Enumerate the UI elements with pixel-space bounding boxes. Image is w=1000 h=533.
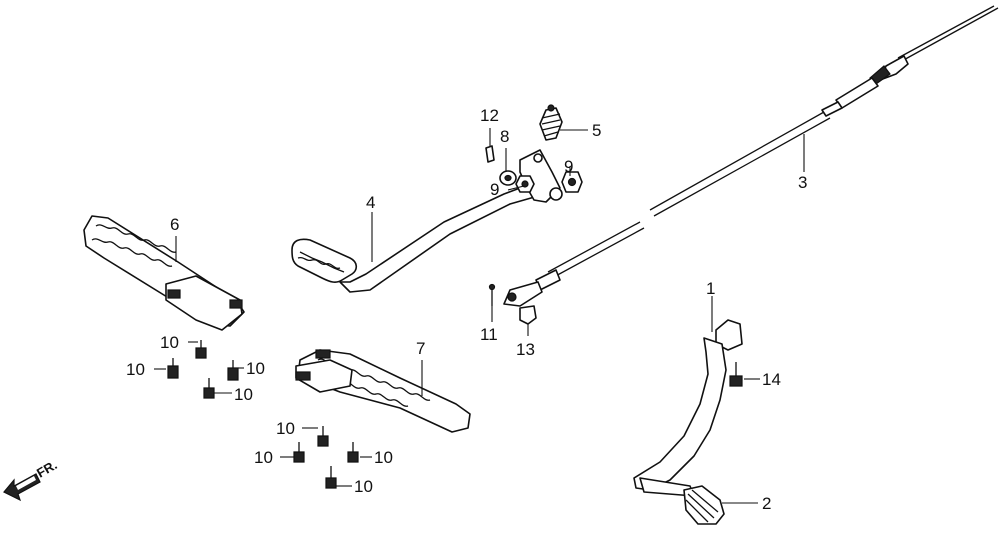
callout-9-left: 9 bbox=[490, 180, 499, 199]
callout-10-e: 10 bbox=[276, 419, 295, 438]
clevis-pin bbox=[519, 305, 537, 325]
callout-11: 11 bbox=[480, 325, 498, 344]
shift-rubber bbox=[683, 485, 725, 525]
callout-10-b: 10 bbox=[126, 360, 145, 379]
callout-10-c: 10 bbox=[246, 359, 265, 378]
callout-6: 6 bbox=[170, 215, 179, 234]
washer-and-pin bbox=[485, 145, 517, 186]
mounting-bolts bbox=[167, 340, 359, 489]
brake-cable bbox=[503, 5, 999, 307]
callout-3: 3 bbox=[798, 173, 807, 192]
callout-7: 7 bbox=[416, 339, 425, 358]
cotter-pin bbox=[488, 283, 496, 306]
leader-lines bbox=[154, 128, 805, 504]
callout-2: 2 bbox=[762, 494, 771, 513]
callout-10-d: 10 bbox=[234, 385, 253, 404]
callout-10-a: 10 bbox=[160, 333, 179, 352]
callout-14: 14 bbox=[762, 370, 781, 389]
footpeg-right bbox=[295, 349, 471, 433]
callout-13: 13 bbox=[516, 340, 535, 359]
callout-5: 5 bbox=[592, 121, 601, 140]
callout-4: 4 bbox=[366, 193, 375, 212]
gearshift-pedal bbox=[633, 319, 743, 497]
callout-10-f: 10 bbox=[254, 448, 273, 467]
nuts bbox=[515, 171, 583, 193]
callout-9-right: 9 bbox=[564, 157, 573, 176]
brake-pedal bbox=[291, 149, 563, 293]
pinch-bolt bbox=[729, 362, 743, 387]
callout-10-g: 10 bbox=[374, 448, 393, 467]
footpeg-left bbox=[83, 215, 245, 331]
callout-8: 8 bbox=[500, 127, 509, 146]
callout-1: 1 bbox=[706, 279, 715, 298]
front-arrow-icon bbox=[3, 473, 41, 502]
return-spring bbox=[539, 104, 563, 141]
callout-10-h: 10 bbox=[354, 477, 373, 496]
callout-12: 12 bbox=[480, 106, 499, 125]
